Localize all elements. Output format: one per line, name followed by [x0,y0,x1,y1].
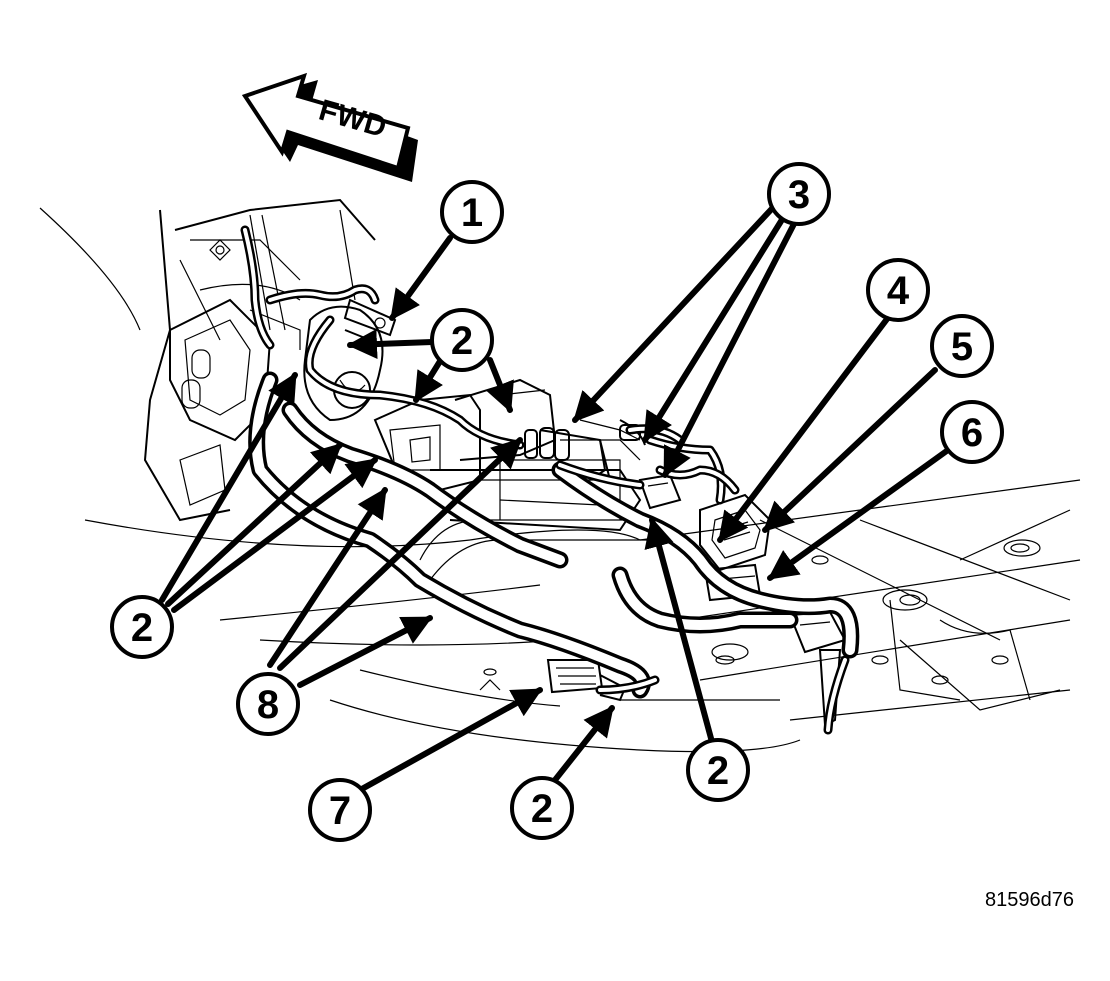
callout-7-number: 7 [329,789,351,833]
leader-8-3 [297,615,433,688]
leader-2a-3 [486,357,514,413]
callout-2-center: 2 [686,738,750,802]
leader-2a-2 [413,355,445,403]
callout-2-lower: 2 [510,776,574,840]
fwd-arrow: FWD [241,72,418,182]
callout-5: 5 [930,314,994,378]
leader-3-3 [662,217,799,478]
leader-2b-2 [165,442,343,607]
callout-2-left-number: 2 [131,606,153,650]
callout-8: 8 [236,672,300,736]
console-bracket-drawing [373,378,847,727]
callout-2-left: 2 [110,595,174,659]
callout-2-upper: 2 [430,308,494,372]
leader-1 [389,235,453,321]
figure-id: 81596d76 [985,889,1074,911]
leader-3-2 [642,207,791,443]
callout-2-lower-number: 2 [531,787,553,831]
leader-5 [762,367,938,533]
leader-8-2 [277,437,523,671]
leader-4 [717,312,893,543]
callout-3: 3 [767,162,831,226]
callout-1-number: 1 [461,191,483,235]
callout-4: 4 [866,258,930,322]
callout-3-number: 3 [788,173,810,217]
callout-8-number: 8 [257,683,279,727]
callout-7: 7 [308,778,372,842]
callout-2-upper-number: 2 [451,319,473,363]
leader-2b-3 [171,457,378,613]
leader-lines [159,197,951,793]
leader-7 [357,687,543,793]
leader-6 [767,447,951,581]
leader-8-1 [267,487,388,668]
leader-2b-1 [159,372,298,603]
leader-3-1 [572,197,783,423]
callout-2-center-number: 2 [707,749,729,793]
pillar-bracket-drawing [143,198,397,522]
leader-2a-1 [347,329,435,360]
leader-2d [552,705,615,783]
leader-2c [644,517,715,745]
callout-6: 6 [940,400,1004,464]
callout-6-number: 6 [961,411,983,455]
callout-5-number: 5 [951,325,973,369]
callout-4-number: 4 [887,269,910,313]
callout-1: 1 [440,180,504,244]
